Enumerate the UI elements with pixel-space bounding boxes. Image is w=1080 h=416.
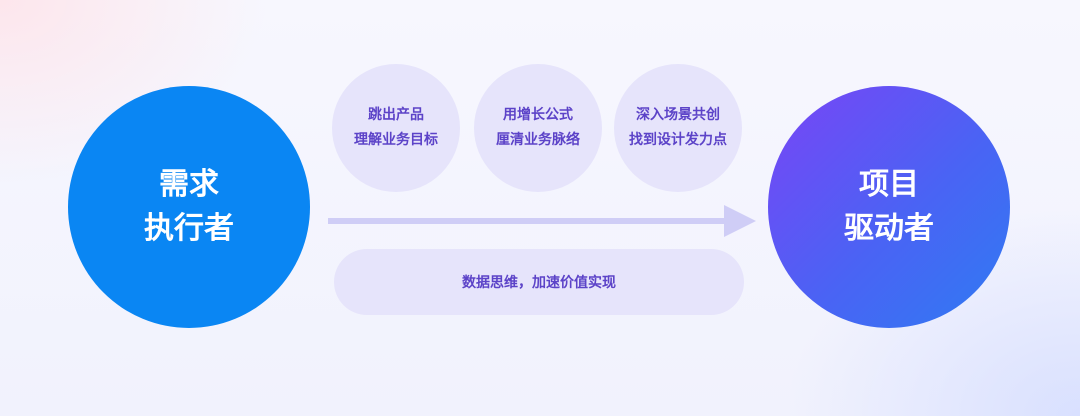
step-label-line2: 找到设计发力点 [629,132,727,148]
step-bubble-1: 跳出产品 理解业务目标 [332,64,460,192]
node-project-driver: 项目 驱动者 [768,86,1010,328]
node-label-line1: 需求 [159,167,219,202]
step-label-line1: 跳出产品 [368,107,424,123]
node-label-line1: 项目 [859,167,919,202]
step-label-line1: 用增长公式 [503,107,573,123]
node-label-line2: 执行者 [144,211,234,246]
foundation-pill: 数据思维，加速价值实现 [334,249,744,315]
node-label-line2: 驱动者 [844,211,934,246]
foundation-label: 数据思维，加速价值实现 [462,275,616,291]
step-bubble-2: 用增长公式 厘清业务脉络 [474,64,602,192]
progress-arrow-icon [328,205,756,237]
node-requirement-executor: 需求 执行者 [68,86,310,328]
step-label-line2: 厘清业务脉络 [496,132,580,148]
step-bubble-3: 深入场景共创 找到设计发力点 [614,64,742,192]
step-label-line1: 深入场景共创 [636,107,720,123]
step-label-line2: 理解业务目标 [354,132,438,148]
